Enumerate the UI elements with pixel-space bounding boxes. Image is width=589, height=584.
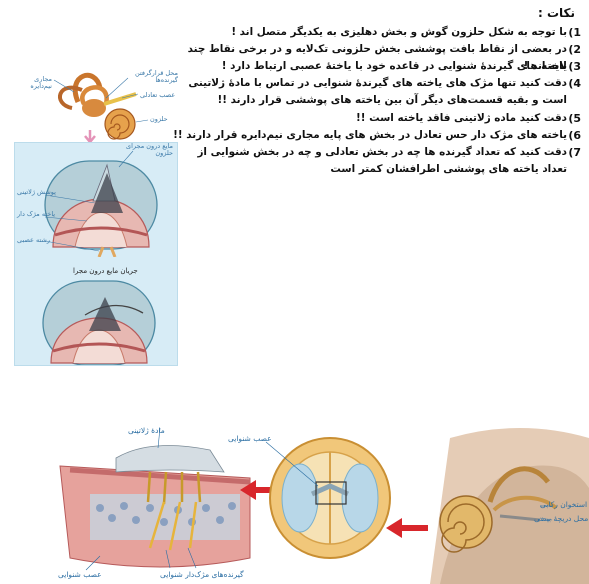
note-text: در بعضی از نقاط بافت پوششی بخش حلزونی تک…	[187, 43, 567, 73]
inner-ear-figure: مجاری نیم‌دایره محل قرارگرفتن گیرنده‌ها …	[8, 64, 178, 366]
label-canals: مجاری نیم‌دایره	[30, 75, 52, 90]
label-balance-nerve: عصب تعادلی	[140, 91, 176, 99]
label-balance-receptors: محل قرارگرفتن گیرنده‌ها	[134, 69, 178, 84]
note-item: 1) با توجه به شکل حلزون گوش و بخش دهلیزی…	[171, 24, 581, 41]
label-auditory-nerve-bottom: عصب شنوایی	[58, 570, 102, 579]
note-item: 2) در بعضی از نقاط بافت پوششی بخش حلزونی…	[171, 41, 581, 72]
cochlear-duct-illustration-top	[44, 150, 158, 257]
note-item: 3) یاخته های گیرندهٔ شنوایی در قاعده خود…	[171, 58, 581, 75]
label-fluid-flow: جریان مایع درون مجرا	[73, 267, 138, 275]
note-item: 5) دقت کنید ماده ژلاتینی فاقد یاخته است …	[171, 110, 581, 127]
inner-ear-illustration	[53, 72, 149, 140]
label-hair-receptors: گیرنده‌های مژک‌دار شنوایی	[160, 570, 244, 579]
label-cochlea: حلزون	[150, 115, 168, 123]
note-text: یاخته های گیرندهٔ شنوایی در قاعده خود با…	[221, 60, 567, 72]
note-item: 6) یاخته های مژک دار حس تعادل در بخش های…	[171, 127, 581, 144]
note-number: 6)	[568, 129, 581, 142]
hearing-organ-figure: مادهٔ ژلاتینی عصب شنوایی عصب شنوایی گیرن…	[0, 398, 589, 584]
note-text: دقت کنید که تعداد گیرنده ها چه در بخش تع…	[197, 146, 567, 176]
hearing-organ-illustration	[59, 427, 589, 584]
note-number: 4)	[568, 77, 581, 90]
label-hair-cell: یاخته مژک دار	[17, 210, 56, 218]
note-text: دقت کنید تنها مژک های یاخته های گیرندهٔ …	[188, 77, 567, 107]
label-nerve-fiber: رشته عصبی	[17, 236, 50, 244]
note-text: دقت کنید ماده ژلاتینی فاقد یاخته است !!	[355, 112, 567, 124]
label-gelatin: پوشش ژلاتینی	[17, 188, 56, 196]
note-number: 5)	[568, 112, 581, 125]
notes-list: 1) با توجه به شکل حلزون گوش و بخش دهلیزی…	[171, 24, 581, 179]
cochlear-duct-panel: مایع درون مجرای حلزون پوشش ژلاتینی یاخته…	[14, 142, 178, 366]
label-oval-window: محل دریچهٔ بیضی	[534, 514, 589, 523]
note-text: با توجه به شکل حلزون گوش و بخش دهلیزی به…	[231, 26, 567, 38]
note-item: 4) دقت کنید تنها مژک های یاخته های گیرند…	[171, 75, 581, 110]
note-number: 1)	[568, 26, 581, 39]
label-cochlear-fluid: مایع درون مجرای حلزون	[126, 142, 173, 157]
notes-title: نکات :	[537, 6, 575, 20]
cochlear-duct-illustration-bottom	[42, 280, 156, 365]
label-auditory-nerve-top: عصب شنوایی	[228, 434, 272, 443]
label-gelatin-matter: مادهٔ ژلاتینی	[128, 426, 165, 435]
note-number: 2)	[568, 43, 581, 56]
label-ossicle: استخوان رکابی	[540, 500, 588, 509]
note-item: 7) دقت کنید که تعداد گیرنده ها چه در بخش…	[171, 144, 581, 179]
note-number: 7)	[568, 146, 581, 159]
note-number: 3)	[568, 60, 581, 73]
note-text: یاخته های مژک دار حس تعادل در بخش های پا…	[173, 129, 567, 141]
